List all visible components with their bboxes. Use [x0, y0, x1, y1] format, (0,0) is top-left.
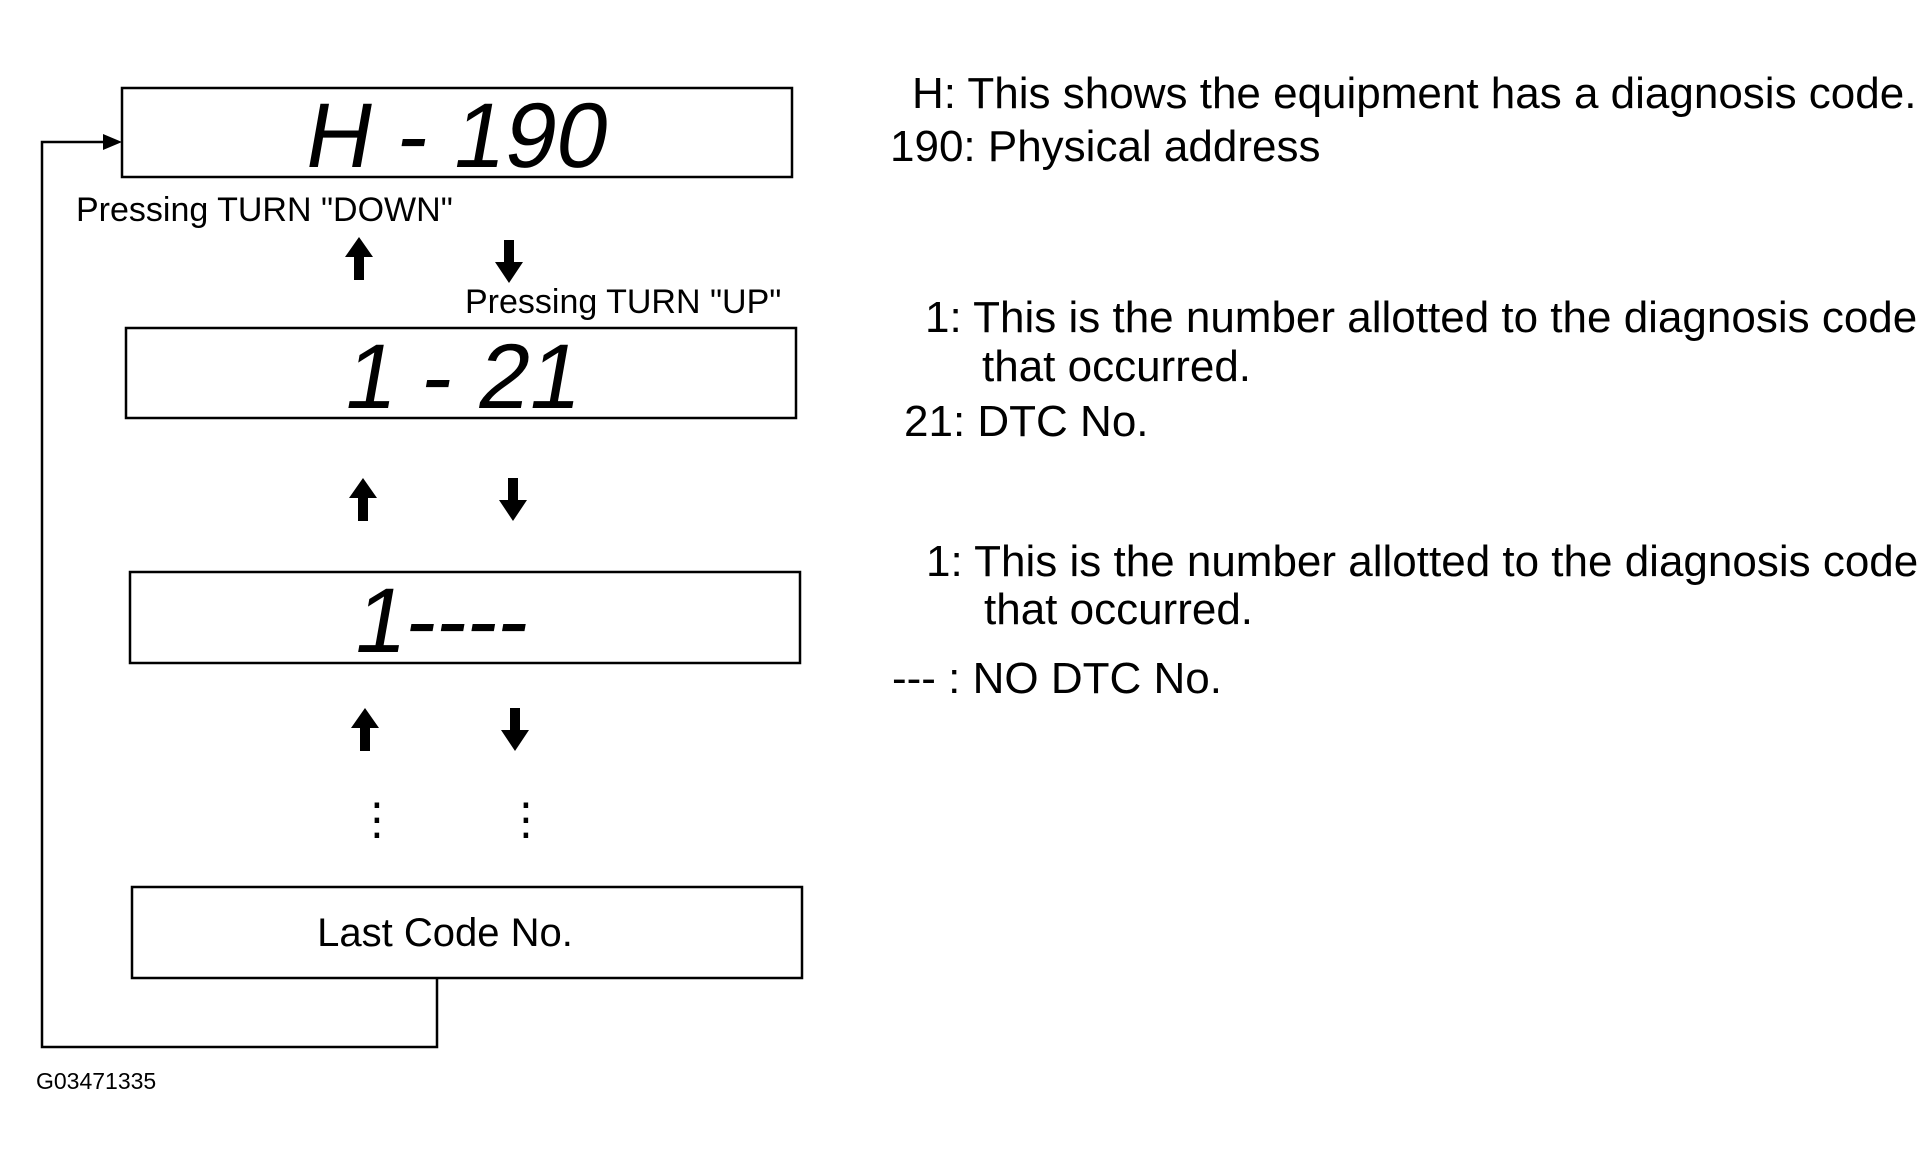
display-box-last	[130, 885, 804, 980]
label-turn-up: Pressing TURN "UP"	[465, 283, 782, 321]
down-arrow-1	[495, 240, 523, 283]
display-box-1-dash	[128, 570, 802, 665]
reference-code: G03471335	[36, 1068, 157, 1094]
up-arrow-1	[345, 237, 373, 280]
down-arrow-3	[501, 708, 529, 751]
desc-d1-line2: that occurred.	[982, 342, 1252, 391]
ellipsis-right: ⋮	[504, 795, 548, 844]
display-box-1-21	[124, 326, 798, 420]
desc-d2-line1: 1: This is the number allotted to the di…	[926, 537, 1918, 586]
ellipsis-left: ⋮	[355, 795, 399, 844]
display-code-1-21: 1 - 21	[338, 325, 591, 428]
display-code-h-190: H - 190	[298, 84, 618, 187]
up-arrow-2	[349, 478, 377, 521]
desc-d2-line3: --- : NO DTC No.	[892, 654, 1222, 703]
label-turn-down: Pressing TURN "DOWN"	[76, 191, 453, 229]
desc-d1-line1: 1: This is the number allotted to the di…	[925, 293, 1918, 342]
desc-d2-line2: that occurred.	[984, 585, 1254, 634]
desc-h-line1: H: This shows the equipment has a diagno…	[912, 69, 1917, 118]
display-box-h-190	[120, 86, 794, 179]
display-code-1-dash: 1----	[348, 569, 540, 672]
return-loop-line	[40, 140, 439, 1049]
display-code-last: Last Code No.	[317, 911, 573, 955]
desc-d1-line3: 21: DTC No.	[904, 397, 1149, 446]
desc-h-line2: 190: Physical address	[890, 122, 1321, 171]
up-arrow-3	[351, 708, 379, 751]
return-loop-arrowhead	[103, 134, 122, 150]
down-arrow-2	[499, 478, 527, 521]
